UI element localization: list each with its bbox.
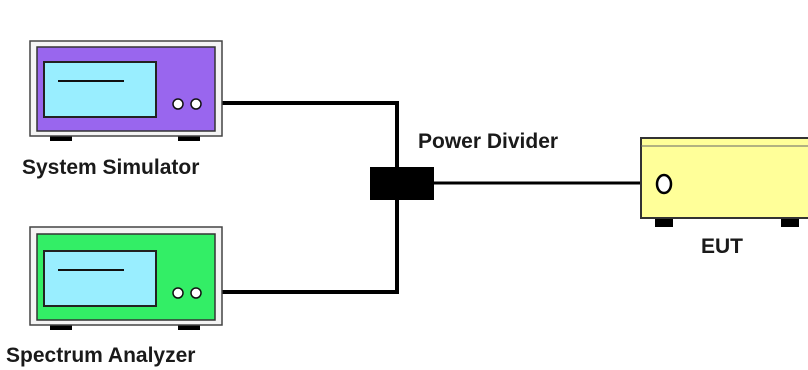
spectrum-analyzer-port-2	[190, 287, 202, 299]
spectrum-analyzer-port-1	[172, 287, 184, 299]
power-divider: Power Divider	[370, 130, 558, 200]
eut-label: EUT	[701, 235, 743, 258]
spectrum-analyzer: Spectrum Analyzer	[6, 226, 223, 367]
cable-spectrum-analyzer-to-divider	[205, 200, 399, 294]
system-simulator: System Simulator	[22, 40, 223, 179]
power-divider-label: Power Divider	[418, 130, 558, 153]
cables	[205, 101, 659, 294]
eut: EUT	[640, 137, 808, 258]
eut-antenna-port	[655, 173, 673, 195]
spectrum-analyzer-label: Spectrum Analyzer	[6, 344, 195, 367]
system-simulator-foot-left	[50, 133, 72, 141]
system-simulator-foot-right	[178, 133, 200, 141]
spectrum-analyzer-foot-left	[50, 322, 72, 330]
system-simulator-port-1	[172, 98, 184, 110]
system-simulator-port-2	[190, 98, 202, 110]
spectrum-analyzer-foot-right	[178, 322, 200, 330]
system-simulator-screen	[43, 61, 157, 118]
system-simulator-label: System Simulator	[22, 156, 199, 179]
spectrum-analyzer-screen	[43, 250, 157, 307]
power-divider-block	[370, 167, 434, 200]
cable-system-simulator-to-divider	[205, 101, 399, 170]
